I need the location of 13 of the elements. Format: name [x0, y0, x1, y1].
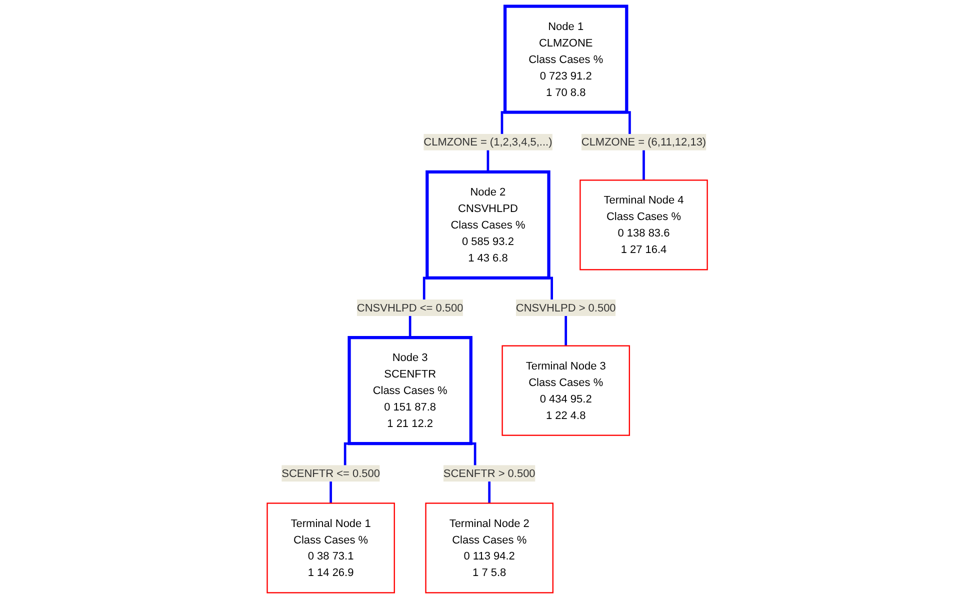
edge-label: SCENFTR > 0.500	[444, 466, 536, 480]
edge-label: CLMZONE = (6,11,12,13)	[582, 135, 706, 148]
node-box: Terminal Node 2 Class Cases % 0 113 94.2 1 7 5.8	[425, 502, 554, 594]
edge-label: SCENFTR <= 0.500	[282, 466, 380, 480]
node-box: Terminal Node 4 Class Cases % 0 138 83.6 1 27 16.4	[580, 180, 708, 270]
node-box: Terminal Node 3 Class Cases % 0 434 95.2 1 22 4.8	[502, 345, 630, 436]
edge-label: CNSVHLPD > 0.500	[516, 301, 616, 314]
node-box: Node 3 SCENFTR Class Cases % 0 151 87.8 1 21 12.2	[348, 336, 473, 446]
edge-label: CLMZONE = (1,2,3,4,5,...)	[424, 135, 552, 148]
edge-label: CNSVHLPD <= 0.500	[357, 301, 464, 314]
node-box: Node 1 CLMZONE Class Cases % 0 723 91.2 1 70 8.8	[504, 4, 628, 114]
node-box: Node 2 CNSVHLPD Class Cases % 0 585 93.2 1 43 6.8	[426, 170, 551, 280]
node-box: Terminal Node 1 Class Cases % 0 38 73.1 1 14 26.9	[266, 502, 396, 594]
